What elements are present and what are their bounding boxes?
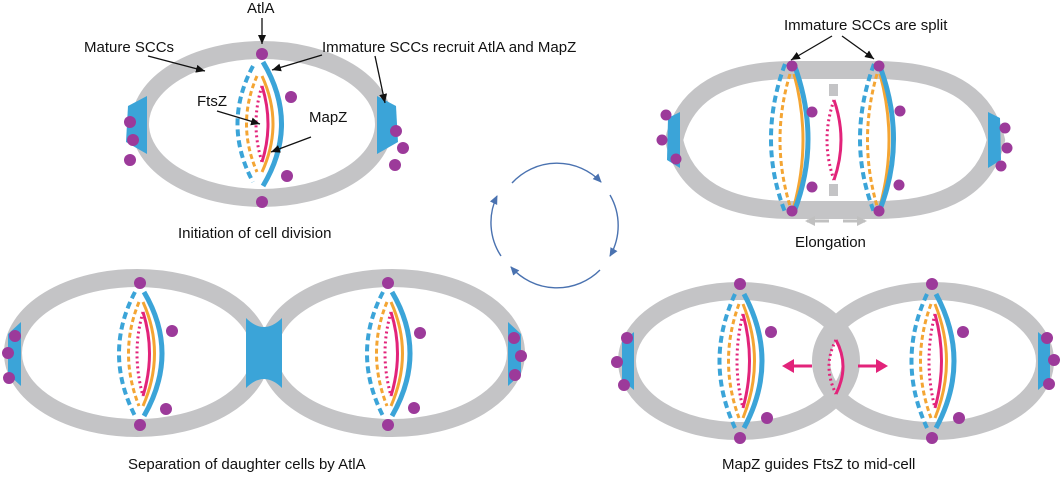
panel-separation: Separation of daughter cells by AtlA — [2, 269, 527, 473]
caption-guides: MapZ guides FtsZ to mid-cell — [722, 456, 915, 473]
atla-dots — [124, 48, 409, 208]
left-mapz-dashed — [727, 303, 741, 419]
right-immature-scc-dashed — [909, 293, 929, 429]
split-title: Immature SCCs are split — [784, 17, 948, 34]
mature-scc-right — [988, 112, 1001, 168]
elongation-arrowhead-right — [857, 216, 867, 226]
left-ftsz — [741, 313, 751, 409]
wall-notch-bottom — [829, 184, 838, 196]
right-ftsz — [933, 313, 943, 409]
guide-arrowhead-left — [782, 359, 794, 373]
immature-scc-left-dashed — [769, 63, 787, 213]
caption-separation: Separation of daughter cells by AtlA — [128, 456, 366, 473]
label-mapz: MapZ — [309, 109, 347, 126]
mapz-right — [878, 73, 891, 207]
label-mature-arrow-right — [374, 55, 388, 104]
left-mapz — [141, 301, 156, 407]
panel-split: Immature SCCs are split — [656, 17, 1013, 251]
midcell-ftsz — [834, 339, 845, 395]
split-arrow-right — [841, 35, 875, 60]
left-mapz-dashed — [127, 301, 141, 407]
midcell-ftsz-dotted — [827, 339, 838, 395]
right-mapz-dashed — [919, 303, 933, 419]
mapz-ring — [260, 75, 275, 173]
right-ftsz-dotted — [927, 313, 937, 409]
right-immature-scc — [389, 290, 413, 418]
left-immature-scc — [141, 290, 165, 418]
label-ftsz-arrow — [216, 110, 261, 126]
label-mature-arrow-left — [147, 55, 206, 73]
immature-scc — [260, 60, 284, 188]
ftsz-center-dotted — [825, 99, 836, 181]
cycle-arrows — [489, 162, 619, 289]
cell-wall — [131, 41, 393, 207]
ftsz-ring — [260, 85, 270, 163]
right-ftsz — [389, 311, 399, 397]
left-immature-scc-dashed — [117, 291, 137, 417]
elongation-arrowhead-left — [805, 216, 815, 226]
right-mapz — [389, 301, 404, 407]
immature-scc-right-dashed — [858, 63, 876, 213]
atla-dots — [2, 277, 527, 431]
left-ftsz — [141, 311, 151, 397]
immature-scc-left — [791, 63, 811, 213]
wall-notch-top — [829, 84, 838, 96]
left-ftsz-dotted — [135, 311, 145, 397]
label-mapz-arrow — [270, 136, 312, 153]
mature-scc-far-right — [1038, 332, 1050, 390]
left-immature-scc-dashed — [717, 293, 737, 429]
caption-initiation: Initiation of cell division — [178, 225, 331, 242]
mature-scc-right — [377, 96, 398, 154]
atla-dots — [611, 278, 1060, 444]
mature-scc-junction — [246, 318, 282, 388]
mapz-left — [792, 73, 805, 207]
immature-scc-dashed — [235, 65, 255, 183]
caption-elongation: Elongation — [795, 234, 866, 251]
guide-arrowhead-right — [876, 359, 888, 373]
mapz-right-dashed — [866, 73, 879, 207]
label-ftsz: FtsZ — [197, 93, 227, 110]
label-mature-sccs: Mature SCCs — [84, 39, 174, 56]
left-ftsz-dotted — [735, 313, 745, 409]
right-mapz — [933, 303, 948, 419]
panel-guides: MapZ guides FtsZ to mid-cell — [611, 278, 1060, 473]
label-immature-recruit: Immature SCCs recruit AtlA and MapZ — [322, 39, 576, 56]
left-immature-scc — [741, 292, 765, 430]
label-immature-arrow — [271, 54, 323, 72]
ftsz-center — [832, 99, 843, 181]
label-atla: AtlA — [247, 0, 275, 17]
mapz-ring-dashed — [245, 75, 259, 173]
mapz-left-dashed — [778, 73, 792, 207]
immature-scc-right — [876, 63, 896, 213]
atla-dots — [656, 60, 1013, 217]
mature-scc-far-left — [622, 332, 634, 390]
right-immature-scc-dashed — [365, 291, 385, 417]
right-ftsz-dotted — [383, 311, 393, 397]
right-immature-scc — [933, 292, 957, 430]
panel-initiation: AtlA Mature SCCs Immature SCCs recruit A… — [84, 0, 576, 242]
left-mapz — [741, 303, 756, 419]
split-arrow-left — [790, 35, 833, 61]
right-mapz-dashed — [375, 301, 389, 407]
